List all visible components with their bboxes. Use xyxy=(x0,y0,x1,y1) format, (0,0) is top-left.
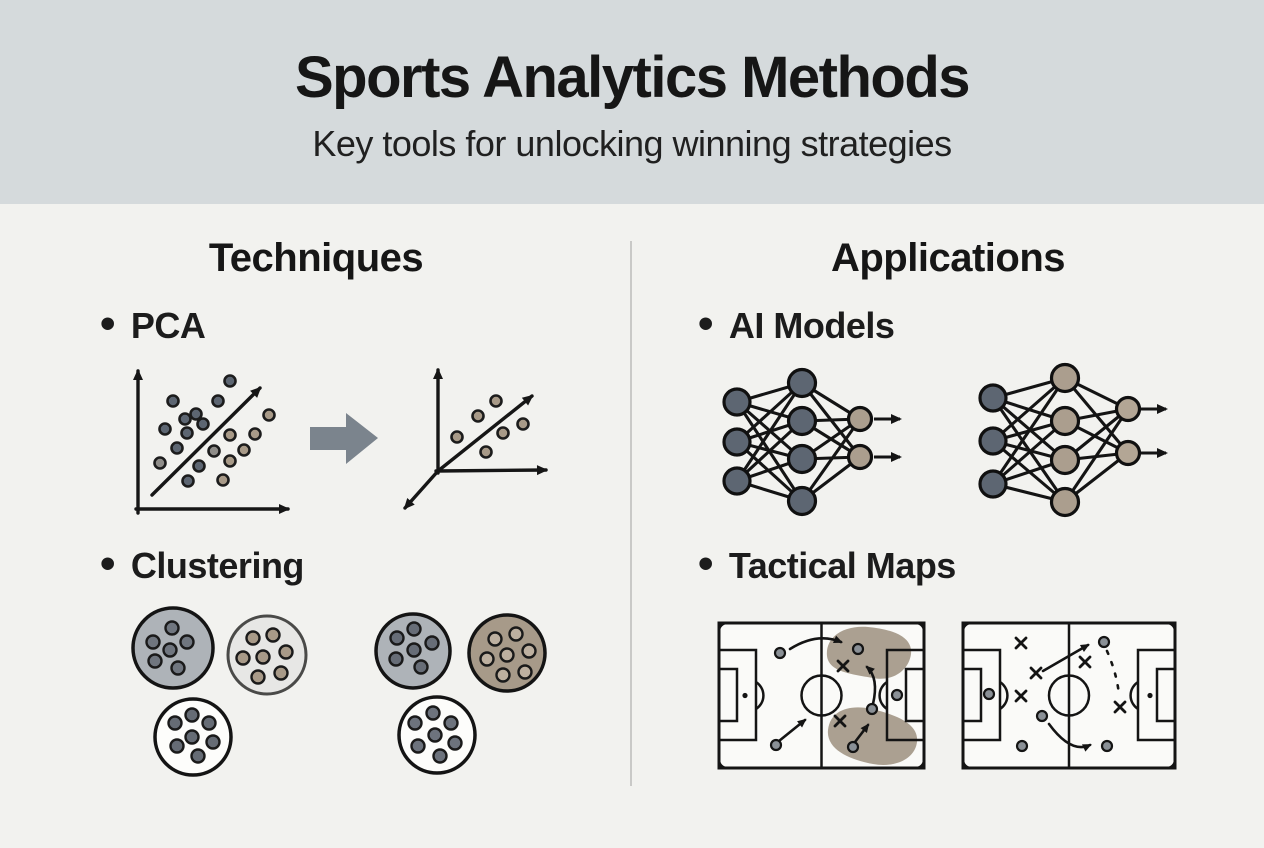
bullet-icon: • xyxy=(100,539,115,588)
header-band: Sports Analytics Methods Key tools for u… xyxy=(0,0,1264,204)
bullet-icon: • xyxy=(698,539,713,588)
tactical-map-diagram-icon xyxy=(717,621,1177,770)
column-divider xyxy=(630,241,632,786)
techniques-heading: Techniques xyxy=(208,236,424,280)
bullet-label-tactical-maps: Tactical Maps xyxy=(728,545,956,586)
bullet-label-clustering: Clustering xyxy=(130,545,305,586)
applications-heading: Applications xyxy=(830,236,1066,280)
bullet-item-clustering: • Clustering xyxy=(100,539,305,588)
bullet-item-ai-models: • AI Models xyxy=(698,299,895,348)
page-title: Sports Analytics Methods xyxy=(294,45,971,110)
neural-network-diagram-icon xyxy=(722,362,1168,518)
bullet-icon: • xyxy=(698,299,713,348)
bullet-item-tactical-maps: • Tactical Maps xyxy=(698,539,956,588)
bullet-label-pca: PCA xyxy=(130,305,206,346)
bullet-icon: • xyxy=(100,299,115,348)
pca-projection-diagram-icon xyxy=(133,368,548,515)
soccer-field-right xyxy=(961,621,1177,770)
right-block-arrow-icon xyxy=(310,413,378,464)
bullet-label-ai-models: AI Models xyxy=(728,305,895,346)
clustering-diagram-icon xyxy=(131,606,547,777)
page-subtitle: Key tools for unlocking winning strategi… xyxy=(312,122,952,164)
bullet-item-pca: • PCA xyxy=(100,299,206,348)
soccer-field-left xyxy=(717,621,926,770)
